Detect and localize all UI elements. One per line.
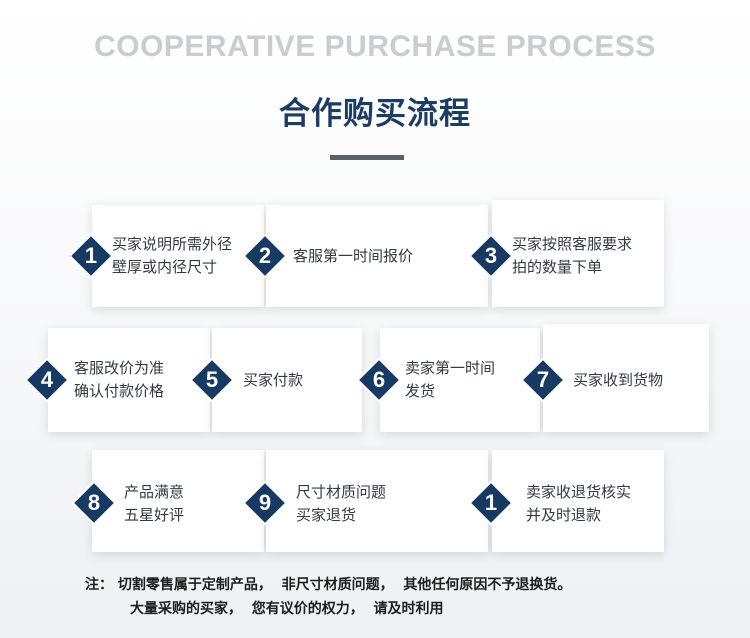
step-badge-1: 1 (71, 236, 111, 276)
step-label-5: 买家付款 (243, 371, 304, 389)
step-number: 9 (258, 490, 272, 515)
step-label-3: 买家按照客服要求拍的数量下单 (512, 235, 633, 276)
step-badge-4: 4 (27, 360, 67, 400)
step-badge-2: 2 (245, 236, 285, 276)
step-number: 4 (40, 367, 54, 392)
step-card-2 (266, 205, 488, 307)
step-label-2: 客服第一时间报价 (293, 247, 414, 265)
step-card-4 (48, 328, 210, 432)
note-prefix: 注： (85, 577, 113, 593)
note-text-1: 切割零售属于定制产品， 非尺寸材质问题， 其他任何原因不予退换货。 (117, 577, 572, 593)
step-badge-3: 3 (471, 236, 511, 276)
step-card-8 (92, 450, 264, 552)
title-divider (330, 155, 404, 160)
step-card-3 (492, 200, 664, 307)
step-number: 1 (84, 243, 98, 268)
step-number: 8 (87, 490, 101, 515)
note-text-2: 大量采购的买家， 您有议价的权力， 请及时利用 (130, 601, 444, 617)
step-label-6: 卖家第一时间发货 (405, 359, 496, 400)
step-number: 6 (372, 367, 386, 392)
note-line-2: 大量采购的买家， 您有议价的权力， 请及时利用 (130, 597, 444, 621)
step-number: 5 (205, 367, 219, 392)
note-line-1: 注： 切割零售属于定制产品， 非尺寸材质问题， 其他任何原因不予退换货。 (85, 573, 571, 597)
step-card-6 (380, 328, 540, 432)
step-badge-6: 6 (359, 360, 399, 400)
step-card-7 (543, 324, 709, 432)
english-title: COOPERATIVE PURCHASE PROCESS (94, 30, 656, 63)
step-card-9 (266, 450, 488, 552)
step-badge-5: 5 (192, 360, 232, 400)
step-label-1: 买家说明所需外径壁厚或内径尺寸 (112, 235, 233, 276)
step-badge-9: 9 (245, 483, 285, 523)
step-card-5 (212, 328, 362, 432)
step-label-7: 买家收到货物 (573, 371, 664, 389)
step-label-4: 客服改价为准确认付款价格 (74, 359, 165, 400)
step-badge-8: 8 (74, 483, 114, 523)
step-number: 3 (484, 243, 498, 268)
step-card-10 (492, 450, 664, 552)
step-number: 7 (536, 367, 550, 392)
step-number: 2 (258, 243, 272, 268)
page-title: 合作购买流程 (279, 96, 471, 132)
step-number: 1 (484, 490, 498, 515)
step-label-8: 产品满意五星好评 (124, 483, 185, 524)
step-label-10: 卖家收退货核实并及时退款 (526, 483, 632, 524)
step-card-1 (92, 205, 264, 307)
step-label-9: 尺寸材质问题买家退货 (296, 483, 387, 524)
step-badge-7: 7 (523, 360, 563, 400)
step-badge-10: 1 (471, 483, 511, 523)
